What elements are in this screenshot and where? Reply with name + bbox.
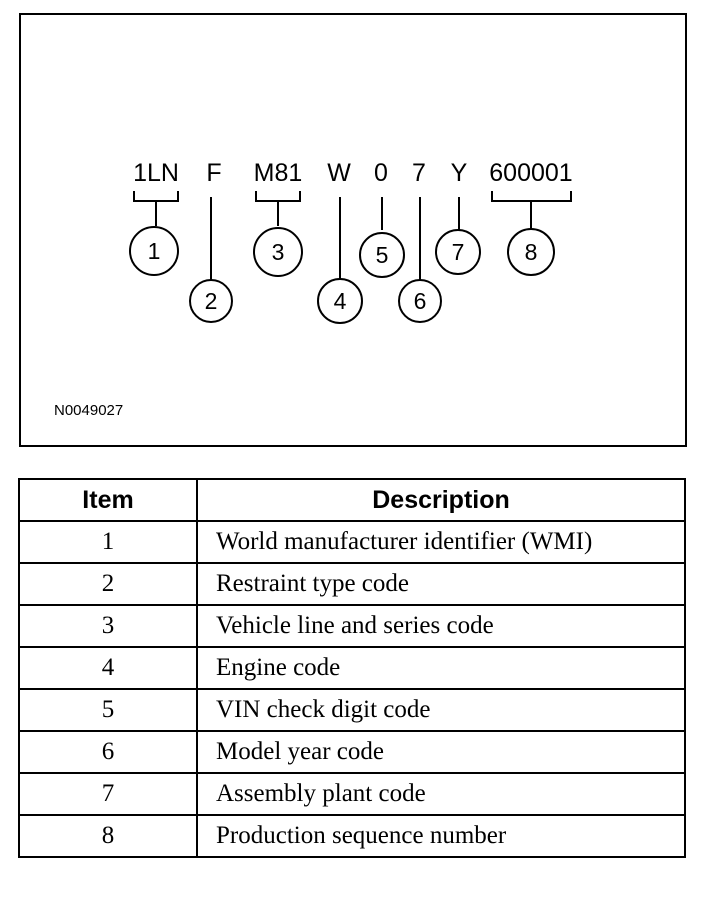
description-cell: Model year code [196,730,686,774]
vin-segment-sequence: 600001 [489,159,572,187]
callout-number-1: 1 [148,238,161,264]
vin-segment-check-digit: 0 [374,159,388,187]
callout-numbers: 1 2 3 4 5 6 7 8 [148,238,538,314]
leader-line-1 [133,191,179,226]
table-row: 2 Restraint type code [18,562,686,606]
description-cell: VIN check digit code [196,688,686,732]
legend-table: Item Description 1 World manufacturer id… [18,478,686,858]
leader-line-8 [491,191,572,231]
callout-circles [129,226,555,324]
vin-diagram-panel: 1LN F M81 W 0 7 Y 600001 1 2 3 4 5 6 7 [19,13,687,447]
callout-number-6: 6 [414,288,427,314]
leader-line-3 [255,191,301,226]
item-cell: 5 [18,688,198,732]
column-header-item: Item [18,478,198,522]
vin-segment-wmi: 1LN [133,159,179,187]
vin-segment-restraint: F [206,159,221,187]
table-row: 6 Model year code [18,730,686,774]
callout-number-2: 2 [205,288,218,314]
vin-segment-line-series: M81 [254,159,303,187]
vin-segment-plant: Y [451,159,468,187]
item-cell: 4 [18,646,198,690]
item-cell: 7 [18,772,198,816]
callout-number-8: 8 [525,239,538,265]
item-cell: 2 [18,562,198,606]
table-row: 8 Production sequence number [18,814,686,858]
callout-circle-4 [317,278,363,324]
item-cell: 6 [18,730,198,774]
description-cell: World manufacturer identifier (WMI) [196,520,686,564]
callout-number-5: 5 [376,242,389,268]
vin-segments: 1LN F M81 W 0 7 Y 600001 [133,159,573,187]
callout-circle-5 [359,232,405,278]
description-cell: Restraint type code [196,562,686,606]
table-header-row: Item Description [18,478,686,522]
callout-number-7: 7 [452,239,465,265]
figure-id: N0049027 [54,402,123,419]
vin-diagram: 1LN F M81 W 0 7 Y 600001 1 2 3 4 5 6 7 [54,159,573,419]
table-row: 1 World manufacturer identifier (WMI) [18,520,686,564]
callout-circle-7 [435,229,481,275]
callout-number-3: 3 [272,239,285,265]
item-cell: 1 [18,520,198,564]
leader-lines [133,191,572,282]
description-cell: Engine code [196,646,686,690]
callout-circle-2 [189,279,233,323]
description-cell: Assembly plant code [196,772,686,816]
description-cell: Production sequence number [196,814,686,858]
callout-number-4: 4 [334,288,347,314]
vin-segment-model-year: 7 [412,159,426,187]
column-header-description: Description [196,478,686,522]
callout-circle-3 [253,227,303,277]
description-cell: Vehicle line and series code [196,604,686,648]
callout-circle-8 [507,228,555,276]
table-row: 7 Assembly plant code [18,772,686,816]
callout-circle-6 [398,279,442,323]
table-row: 3 Vehicle line and series code [18,604,686,648]
callout-circle-1 [129,226,179,276]
table-row: 5 VIN check digit code [18,688,686,732]
item-cell: 8 [18,814,198,858]
table-row: 4 Engine code [18,646,686,690]
item-cell: 3 [18,604,198,648]
vin-segment-engine: W [327,159,351,187]
